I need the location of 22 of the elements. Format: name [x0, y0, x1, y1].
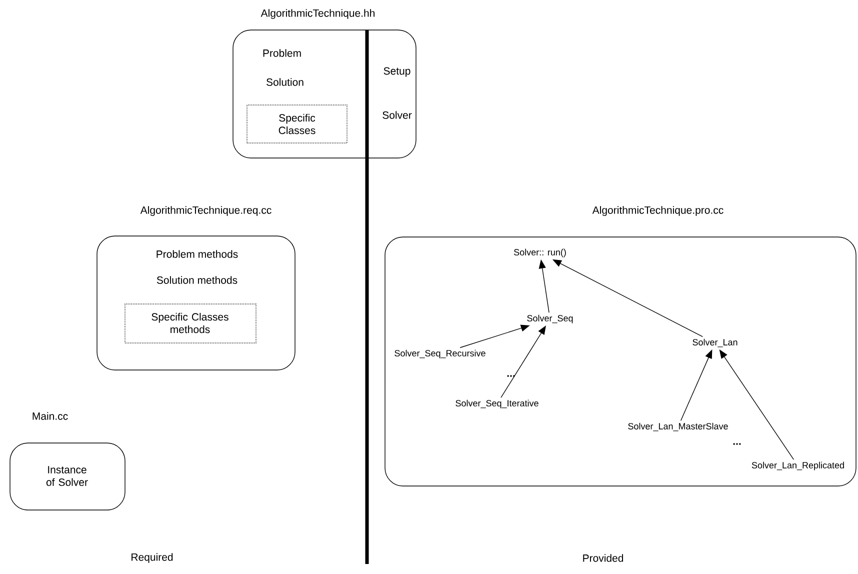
- node-label: Setup: [384, 67, 410, 77]
- class-name: Solver:: run(): [514, 248, 566, 258]
- class-name: Solver_Lan: [692, 338, 738, 348]
- ellipsis: ...: [507, 375, 515, 377]
- node-label: Problem: [263, 49, 301, 57]
- node-label: Solver: [382, 111, 412, 119]
- class-box: Instance of Solver: [10, 442, 126, 510]
- file-name: AlgorithmicTechnique.hh: [260, 9, 375, 19]
- class-name: Solver_Seq_Recursive: [394, 350, 486, 358]
- file-name: AlgorithmicTechnique.req.cc: [140, 206, 272, 216]
- section-caption: Required: [132, 553, 173, 563]
- class-name: Solver_Lan_Replicated: [752, 462, 844, 470]
- ellipsis: ...: [733, 443, 741, 445]
- dotted-box: Specific Classes: [246, 104, 348, 144]
- class-name: Solver_Seq_Iterative: [456, 400, 538, 408]
- class-name: Solver_Seq: [527, 314, 573, 324]
- dotted-box: Specific Classes methods: [124, 304, 256, 344]
- class-name: Solver_Lan_MasterSlave: [628, 422, 728, 432]
- file-name: AlgorithmicTechnique.pro.cc: [592, 206, 724, 216]
- file-name: Main.cc: [32, 412, 68, 420]
- node-label: Solution: [266, 78, 304, 86]
- section-caption: Provided: [583, 554, 624, 562]
